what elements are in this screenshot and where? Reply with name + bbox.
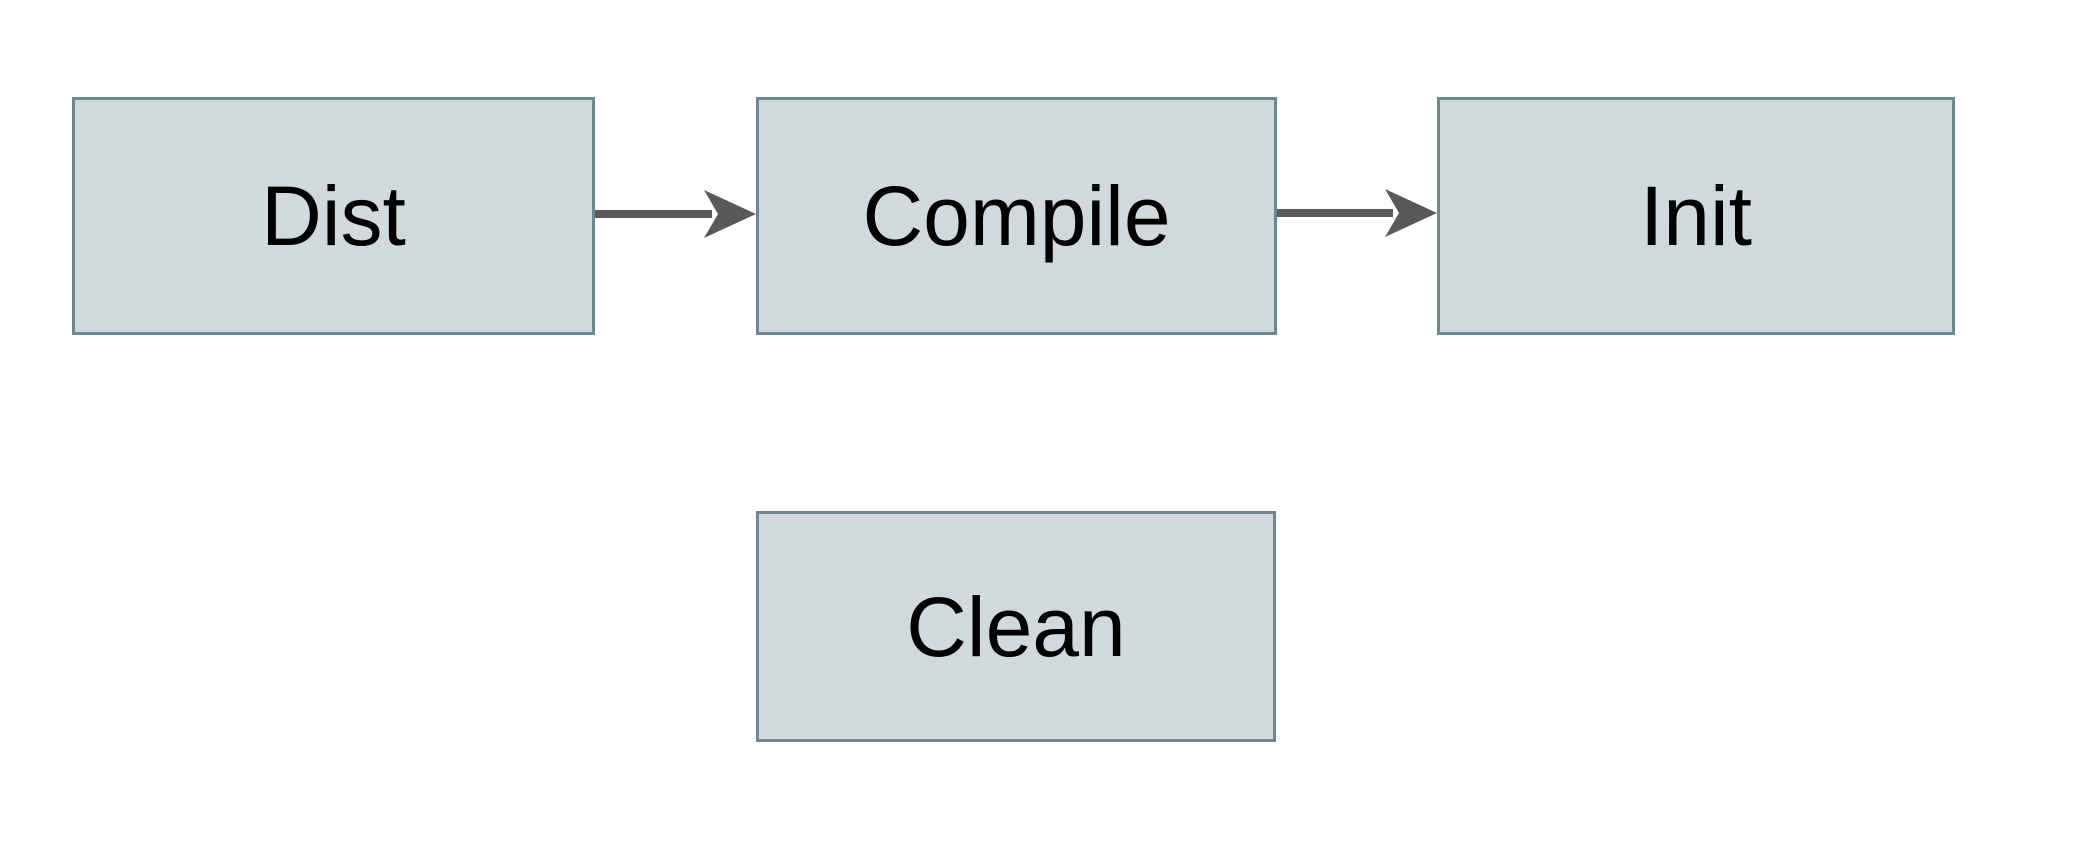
node-clean-label: Clean <box>906 579 1126 674</box>
node-dist-label: Dist <box>261 169 406 263</box>
node-compile-label: Compile <box>862 169 1171 263</box>
arrow-dist-to-compile-icon[interactable] <box>595 184 756 244</box>
arrow-compile-to-init-icon[interactable] <box>1277 183 1437 243</box>
node-compile[interactable]: Compile <box>756 97 1277 335</box>
node-dist[interactable]: Dist <box>72 97 595 335</box>
node-init-label: Init <box>1639 169 1753 263</box>
node-clean[interactable]: Clean <box>756 511 1276 742</box>
node-init[interactable]: Init <box>1437 97 1955 335</box>
